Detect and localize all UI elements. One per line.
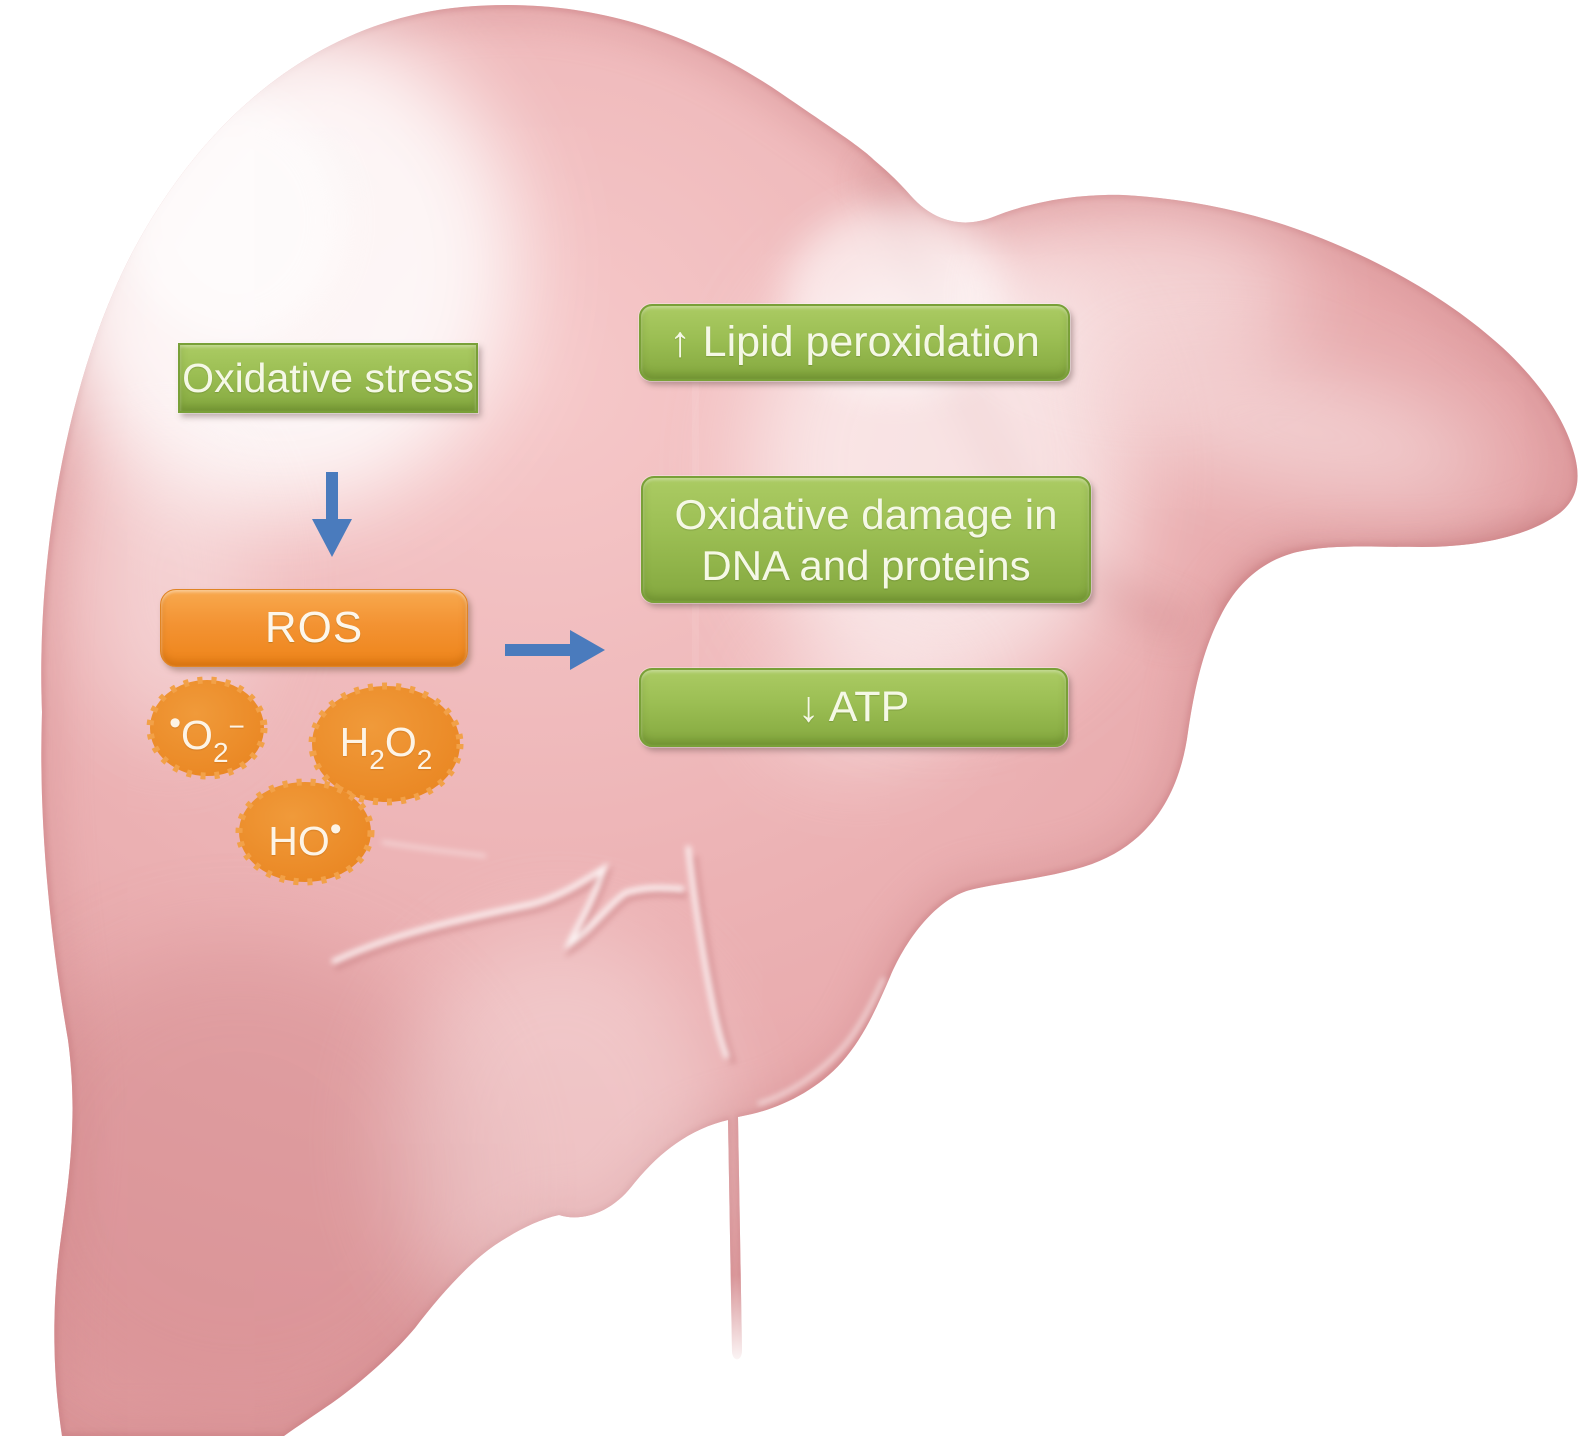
falciform-ligament-line [685, 845, 730, 1059]
ros-box: ROS [160, 589, 468, 667]
wing-highlight [1109, 362, 1501, 498]
dna-damage-box: Oxidative damage in DNA and proteins [641, 476, 1091, 603]
lipid-peroxidation-box: ↑ Lipid peroxidation [639, 304, 1070, 381]
lipid-peroxidation-label: ↑ Lipid peroxidation [669, 318, 1040, 366]
superoxide-label: •O2− [169, 704, 245, 768]
hydrogen-peroxide-ellipse [308, 682, 464, 806]
oxidative-stress-label: Oxidative stress [182, 354, 474, 401]
atp-label: ↓ ATP [797, 683, 910, 731]
hydroxyl-ellipse [235, 778, 375, 886]
ros-label: ROS [264, 603, 364, 652]
right-arrow-icon [505, 630, 605, 670]
arrows-group [312, 472, 605, 670]
inferior-margin-crease [330, 862, 685, 965]
ligament-strand-fade [712, 1275, 756, 1370]
superoxide-ellipse [146, 676, 268, 780]
hydrogen-peroxide-label: H2O2 [339, 719, 433, 775]
down-arrow-icon [312, 472, 352, 557]
atp-box: ↓ ATP [639, 668, 1068, 747]
hydroxyl-label: HO• [268, 810, 342, 864]
dna-damage-label: Oxidative damage in DNA and proteins [674, 490, 1058, 589]
oxidative-stress-box: Oxidative stress [178, 343, 478, 413]
ros-species-group [146, 676, 464, 886]
